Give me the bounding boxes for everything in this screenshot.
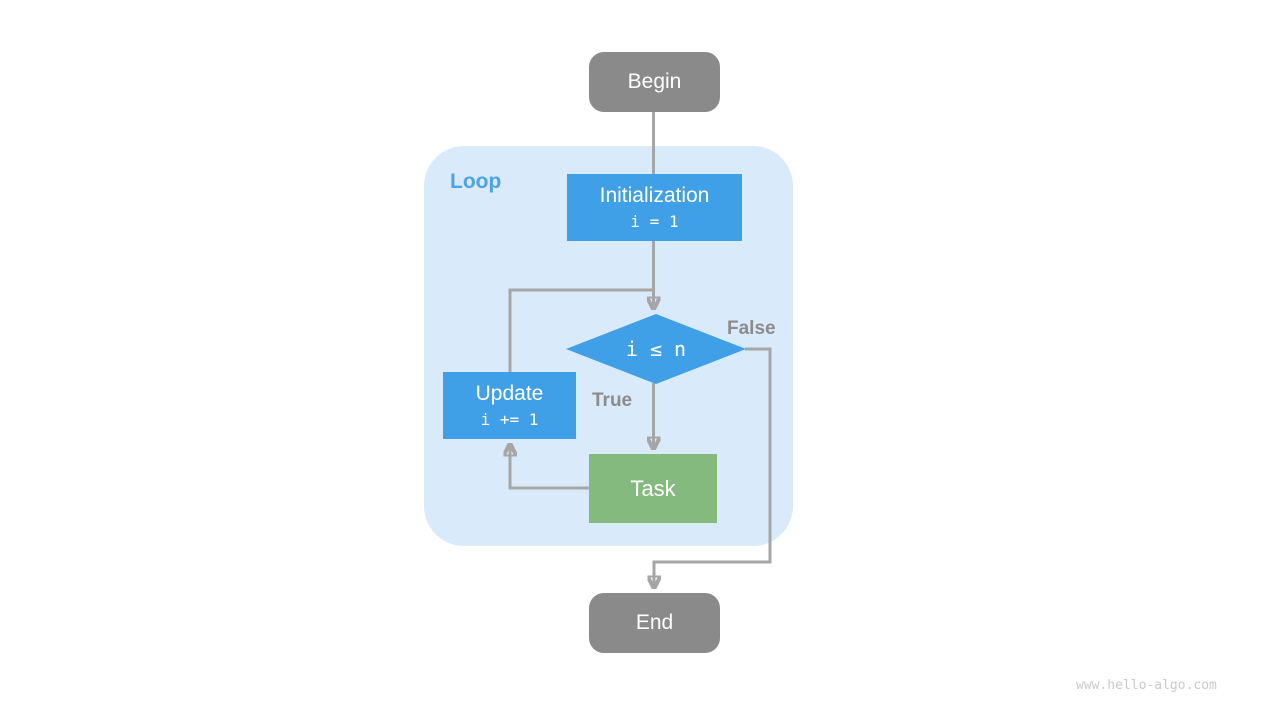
node-begin: Begin xyxy=(589,52,720,112)
node-condition-label: i ≤ n xyxy=(625,336,687,361)
node-update-title: Update xyxy=(475,381,544,405)
node-update-code: i += 1 xyxy=(480,410,539,430)
node-update: Update i += 1 xyxy=(443,372,576,439)
edge-condition-false-to-end xyxy=(654,347,772,587)
node-begin-label: Begin xyxy=(627,69,682,93)
edge-task-to-update xyxy=(510,445,590,490)
node-end-label: End xyxy=(635,610,674,634)
node-initialization: Initialization i = 1 xyxy=(567,174,742,241)
watermark: www.hello-algo.com xyxy=(1076,678,1217,693)
node-task-label: Task xyxy=(630,475,676,501)
node-task: Task xyxy=(589,454,717,523)
node-initialization-code: i = 1 xyxy=(630,212,679,232)
node-initialization-title: Initialization xyxy=(599,183,710,207)
edge-label-false: False xyxy=(727,318,776,339)
edge-update-to-condition xyxy=(508,288,652,373)
loop-label: Loop xyxy=(450,170,502,193)
node-end: End xyxy=(589,593,720,653)
edge-label-true: True xyxy=(592,390,633,411)
